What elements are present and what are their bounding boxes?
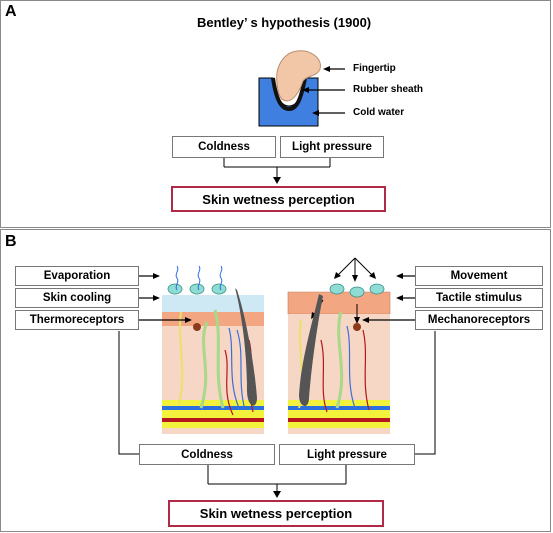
panel-b-label: B	[5, 233, 17, 250]
panel-b-down-arrow	[273, 491, 281, 498]
panel-b-result-box: Skin wetness perception	[168, 500, 384, 527]
skin-cooling-box: Skin cooling	[15, 288, 139, 308]
movement-box: Movement	[415, 266, 543, 286]
panel-b-illustration	[118, 257, 436, 498]
cold-water-label: Cold water	[353, 107, 405, 118]
right-skin-section	[287, 257, 391, 434]
panel-b: B	[0, 229, 551, 532]
panel-a-illustration	[223, 50, 345, 184]
panel-a-down-arrow	[273, 177, 281, 184]
evaporation-box: Evaporation	[15, 266, 139, 286]
thermoreceptors-box: Thermoreceptors	[15, 310, 139, 330]
mechanoreceptors-box: Mechanoreceptors	[415, 310, 543, 330]
panel-b-light-pressure-box: Light pressure	[279, 444, 415, 465]
rubber-sheath-label: Rubber sheath	[353, 84, 424, 95]
panel-a-title: Bentley’ s hypothesis (1900)	[197, 15, 372, 30]
panel-a-result-box: Skin wetness perception	[171, 186, 386, 212]
panel-a-label: A	[5, 3, 17, 20]
left-skin-section	[162, 265, 264, 434]
panel-b-coldness-box: Coldness	[139, 444, 275, 465]
panel-a-coldness-box: Coldness	[172, 136, 276, 158]
fingertip-label: Fingertip	[353, 63, 396, 74]
panel-a-light-pressure-box: Light pressure	[280, 136, 384, 158]
panel-a: A Bentley’ s hypothesis (1900) Fingertip…	[0, 0, 551, 228]
tactile-stimulus-box: Tactile stimulus	[415, 288, 543, 308]
fingertip-shape	[276, 50, 321, 102]
rubber-sheath-shape	[271, 77, 307, 112]
